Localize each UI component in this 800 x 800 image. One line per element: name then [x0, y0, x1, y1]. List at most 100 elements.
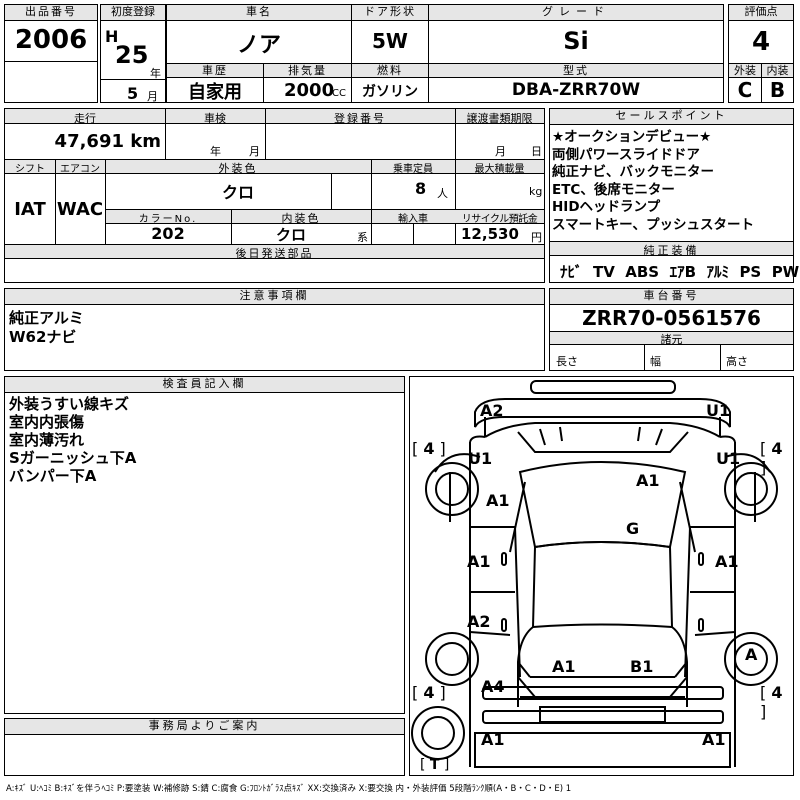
- recycle-label: リサイクル預託金: [461, 214, 538, 225]
- int-color-label: 内装色: [281, 212, 321, 225]
- sales-line: HIDヘッドランプ: [552, 199, 661, 215]
- shift: IAT: [14, 199, 46, 220]
- width-label: 幅: [650, 355, 661, 368]
- inspector-section: 検査員記入欄 外装うすい線キズ 室内内張傷 室内薄汚れ Sガーニッシュ下A バン…: [4, 376, 405, 714]
- door-cell: ドア形状 5W: [351, 4, 429, 64]
- spec-title: 諸元: [660, 333, 683, 346]
- score: 4: [751, 27, 771, 57]
- equipment-item: TV: [592, 263, 615, 281]
- equipment-title: 純正装備: [643, 244, 700, 257]
- color-no: 202: [151, 224, 185, 243]
- displacement-label: 排気量: [264, 64, 351, 78]
- sales-points: セールスポイント ★オークションデビュー★ 両側パワースライドドア 純正ナビ、バ…: [549, 108, 799, 283]
- sales-title: セールスポイント: [550, 109, 793, 125]
- mark-a2-front-left: A2: [480, 401, 504, 420]
- lot-number: 2006: [14, 25, 88, 55]
- inspection-month: 月: [249, 145, 260, 158]
- later-parts-label: 後日発送部品: [235, 247, 314, 260]
- chassis-title: 車台番号: [550, 289, 793, 305]
- interior-grade: B: [769, 78, 786, 102]
- notes-section: 注意事項欄 純正アルミ W62ナビ: [4, 288, 545, 371]
- max-load-unit: kg: [529, 185, 543, 198]
- reg-no-label: 登録番号: [334, 112, 386, 125]
- note-line: 純正アルミ: [9, 309, 84, 327]
- exterior-grade-cell: 外装 C: [728, 63, 762, 103]
- int-color: クロ: [275, 226, 306, 244]
- mark-u1-front-right: U1: [706, 401, 731, 420]
- fuel-label: 燃料: [352, 64, 428, 78]
- mark-a-wheel-rear-right: A: [745, 645, 758, 664]
- sales-line: スマートキー、プッシュスタート: [552, 216, 754, 233]
- chassis-number: ZRR70-0561576: [582, 306, 761, 330]
- grade-cell: グレード Si: [428, 4, 724, 64]
- wheel-rear-right: [724, 632, 778, 686]
- ac-label: エアコン: [60, 164, 100, 175]
- sales-line: ★オークションデビュー★: [552, 129, 712, 145]
- equipment-item: PS: [739, 263, 762, 281]
- tire-grade-rr: [ 4 ]: [760, 683, 783, 721]
- door-type: 5W: [372, 29, 408, 53]
- first-registration-cell: 初度登録 H 25 年 5 月: [100, 4, 166, 103]
- sales-line: 両側パワースライドドア: [552, 146, 700, 163]
- equipment-item: ｴｱB: [669, 263, 697, 281]
- mark-g-windshield: G: [626, 519, 640, 538]
- note-line: W62ナビ: [9, 328, 77, 346]
- mileage: 47,691 km: [54, 131, 161, 152]
- mark-a1-fender-left: A1: [486, 491, 510, 510]
- displacement-unit: CC: [332, 88, 346, 99]
- year-unit: 年: [150, 67, 161, 80]
- reg-month: 5: [127, 84, 139, 103]
- ext-color-label: 外装色: [218, 162, 258, 175]
- equipment-item: PW: [771, 263, 800, 281]
- ext-color: クロ: [221, 183, 254, 202]
- import-label: 輸入車: [398, 214, 428, 225]
- car-name-cell: 車名 ノア: [166, 4, 352, 64]
- wheel-front-right: [724, 462, 778, 516]
- car-name: ノア: [236, 33, 281, 58]
- grade: Si: [563, 27, 589, 55]
- capacity-label: 乗車定員: [393, 164, 433, 175]
- interior-grade-cell: 内装 B: [761, 63, 794, 103]
- inspector-line: バンパー下A: [9, 467, 97, 485]
- inspector-line: 室内内張傷: [9, 413, 85, 431]
- history-cell: 車歴 自家用: [166, 63, 264, 103]
- height-label: 高さ: [726, 355, 748, 368]
- reg-year: 25: [115, 41, 149, 69]
- vehicle-details-table: 走行 車検 登録番号 譲渡書類期限 47,691 km 年 月 月 日 シフト …: [4, 108, 545, 283]
- office-section: 事務局よりご案内: [4, 718, 405, 776]
- shift-label: シフト: [15, 164, 45, 175]
- lot-cell: 出品番号 2006: [4, 4, 98, 103]
- max-load-label: 最大積載量: [474, 164, 525, 175]
- tire-grade-rl: [ 4 ]: [412, 683, 446, 702]
- inspector-title: 検査員記入欄: [5, 377, 404, 393]
- mark-b1-rear-right: B1: [630, 657, 654, 676]
- fuel-cell: 燃料 ガソリン: [351, 63, 429, 103]
- tire-grade-fr: [ 4 ]: [760, 439, 783, 477]
- model-label: 型式: [429, 64, 723, 78]
- score-cell: 評価点 4: [728, 4, 794, 64]
- mark-a4-quarter-left: A4: [481, 677, 505, 696]
- grade-label: グレード: [429, 5, 723, 21]
- score-label: 評価点: [729, 5, 793, 21]
- mark-a1-door-right: A1: [715, 552, 739, 571]
- equipment-item: ABS: [625, 263, 660, 281]
- exterior-label: 外装: [729, 64, 761, 78]
- fuel: ガソリン: [362, 84, 418, 100]
- door-label: ドア形状: [352, 5, 428, 21]
- inspector-line: 室内薄汚れ: [9, 431, 85, 449]
- transfer-month: 月: [495, 145, 506, 158]
- damage-legend: A:ｷｽﾞ U:ﾍｺﾐ B:ｷｽﾞを伴うﾍｺﾐ P:要塗装 W:補修跡 S:錆 …: [6, 784, 572, 794]
- sales-line: ETC、後席モニター: [552, 181, 675, 198]
- wheel-rear-left: [425, 632, 479, 686]
- car-name-label: 車名: [167, 5, 351, 21]
- displacement-cell: 排気量 2000 CC: [263, 63, 352, 103]
- mark-a1-roof-front: A1: [636, 471, 660, 490]
- exterior-grade: C: [737, 78, 753, 102]
- inspector-line: Sガーニッシュ下A: [9, 449, 137, 467]
- mark-a1-bumper-right: A1: [702, 730, 726, 749]
- spare-wheel: [411, 706, 465, 760]
- mileage-label: 走行: [74, 112, 96, 125]
- capacity-unit: 人: [437, 187, 448, 200]
- inspection-label: 車検: [204, 112, 226, 125]
- mark-a1-door-left: A1: [467, 552, 491, 571]
